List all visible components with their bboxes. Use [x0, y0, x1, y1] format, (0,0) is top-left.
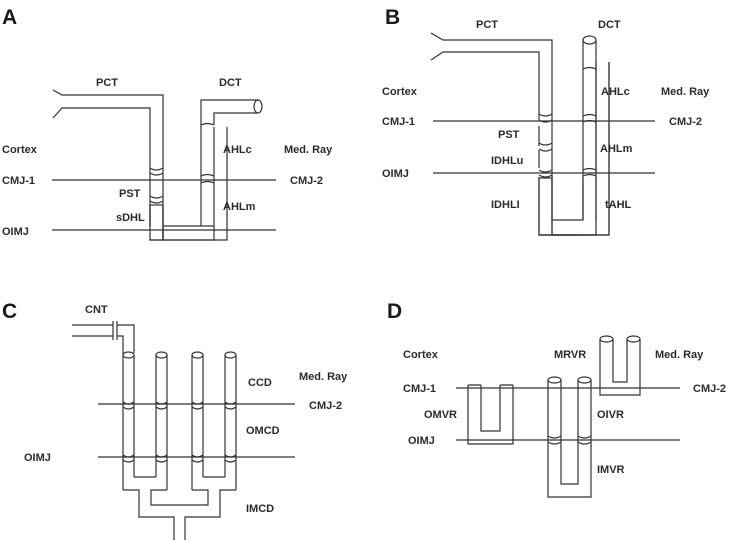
panel-a-oimj-label: OIMJ	[2, 226, 29, 238]
panel-c-imcd-label: IMCD	[246, 503, 274, 515]
panel-b-cmj1-label: CMJ-1	[382, 116, 415, 128]
panel-a-dct-inner	[213, 112, 258, 125]
panel-b-oimj-label: OIMJ	[382, 168, 409, 180]
panel-a-cortex-label: Cortex	[2, 144, 38, 156]
panel-b-pst-label: PST	[498, 129, 520, 141]
panel-d-oivr-label: OIVR	[597, 409, 624, 421]
panel-b-ahlc-label: AHLc	[601, 86, 630, 98]
panel-b-idhlu-label: IDHLu	[491, 155, 523, 167]
panel-a: A PCT DCT Cortex AHLc Med. Ray CMJ-1 CMJ…	[2, 6, 333, 241]
panel-c-duct-4	[224, 351, 237, 490]
panel-a-cmj2-label: CMJ-2	[290, 175, 323, 187]
panel-c-omcd-label: OMCD	[246, 425, 280, 437]
panel-b-loop-inner	[551, 177, 584, 221]
panel-d-imvr-label: IMVR	[597, 464, 625, 476]
panel-a-pst-label: PST	[119, 188, 141, 200]
panel-a-dct-end	[253, 99, 263, 114]
panel-a-sdhl-label: sDHL	[116, 212, 145, 224]
panel-c-duct-1	[122, 351, 135, 490]
panel-a-dct-label: DCT	[219, 77, 242, 89]
panel-d-omvr-loop	[467, 384, 514, 445]
panel-c-cnt-label: CNT	[85, 304, 108, 316]
panel-a-pct-label: PCT	[96, 77, 118, 89]
panel-d-letter: D	[387, 300, 402, 323]
panel-b-tahl-label: tAHL	[605, 199, 632, 211]
panel-d-cmj1-label: CMJ-1	[403, 383, 436, 395]
panel-a-ahl-marker	[200, 173, 215, 184]
panel-b-pct-inner	[430, 51, 540, 120]
panel-c-duct-2	[155, 351, 168, 490]
panel-c-cnt-tube	[72, 324, 113, 337]
panel-d-oivr-imvr-loop	[547, 376, 592, 498]
panel-d-cortex-label: Cortex	[403, 349, 439, 361]
panel-c-med-ray-label: Med. Ray	[299, 371, 348, 383]
panel-b-dct-label: DCT	[598, 19, 621, 31]
panel-b: B PCT DCT Cortex AHLc Med. Ray CMJ-1 CMJ…	[382, 6, 710, 236]
panel-b-ahlm-label: AHLm	[600, 143, 633, 155]
panel-b-letter: B	[385, 6, 400, 29]
panel-c-letter: C	[2, 300, 17, 323]
panel-c-oimj-label: OIMJ	[24, 452, 51, 464]
panel-a-letter: A	[2, 6, 17, 29]
panel-c: C	[2, 300, 348, 540]
panel-a-loop-outer	[150, 127, 228, 241]
panel-d-omvr-label: OMVR	[424, 409, 457, 421]
panel-d-med-ray-label: Med. Ray	[655, 349, 704, 361]
panel-d: D Cortex MRVR Med. Ray CMJ-1 CMJ-2	[387, 300, 726, 498]
panel-b-loop-outer	[539, 62, 610, 236]
panel-b-cmj2-label: CMJ-2	[669, 116, 702, 128]
panel-c-ccd-label: CCD	[248, 377, 272, 389]
panel-a-pct-inner	[52, 107, 151, 226]
panel-b-pst-marker	[538, 113, 553, 123]
panel-a-ahlc-label: AHLc	[223, 144, 252, 156]
panel-b-cortex-label: Cortex	[382, 86, 418, 98]
panel-a-ahlm-label: AHLm	[223, 201, 256, 213]
panel-d-cmj2-label: CMJ-2	[693, 383, 726, 395]
panel-d-oimj-label: OIMJ	[408, 435, 435, 447]
panel-d-mrvr-label: MRVR	[554, 349, 586, 361]
panel-a-pst-marker	[149, 167, 164, 176]
panel-b-med-ray-label: Med. Ray	[661, 86, 710, 98]
panel-c-imcd-tree	[123, 489, 236, 540]
panel-c-duct-3	[191, 351, 204, 490]
panel-a-dct-outer	[200, 99, 258, 125]
panel-b-dct-end	[582, 35, 597, 45]
panel-d-mrvr-loop	[599, 335, 641, 396]
panel-a-pct-outer	[52, 89, 215, 241]
panel-c-cmj2-label: CMJ-2	[309, 400, 342, 412]
panel-b-idhli-label: IDHLI	[491, 199, 520, 211]
panel-a-cmj1-label: CMJ-1	[2, 175, 35, 187]
panel-b-pct-label: PCT	[476, 19, 498, 31]
panel-a-med-ray-label: Med. Ray	[284, 144, 333, 156]
